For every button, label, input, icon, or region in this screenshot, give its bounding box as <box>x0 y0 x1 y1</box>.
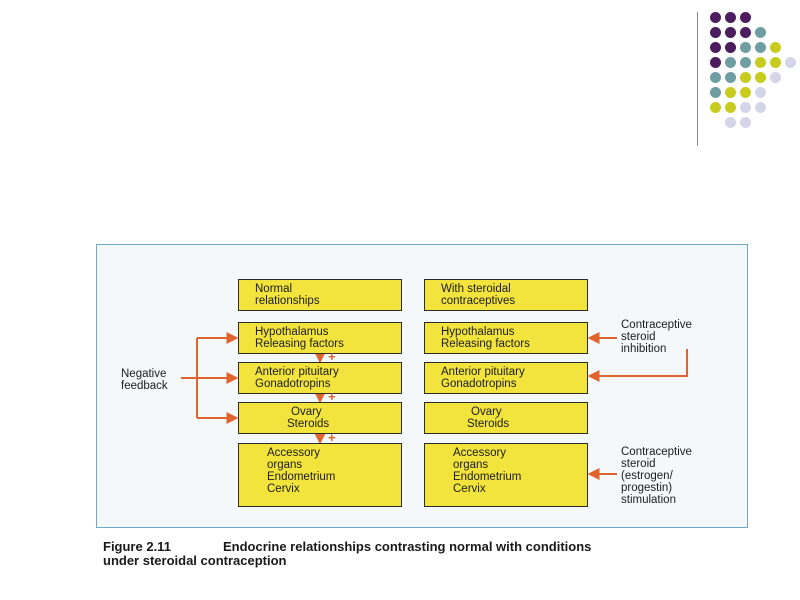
box-text: Ovary <box>471 406 502 418</box>
decorative-dot <box>740 42 751 53</box>
decorative-dot <box>785 57 796 68</box>
box-text: Gonadotropins <box>441 378 517 390</box>
decorative-dot <box>740 72 751 83</box>
box-text: Cervix <box>453 483 486 495</box>
decorative-dot <box>740 102 751 113</box>
box-text: Cervix <box>267 483 300 495</box>
decorative-dot <box>725 12 736 23</box>
box-with-steroidal-contraceptives: With steroidal contraceptives <box>424 279 588 311</box>
inhibition-arrow-pituitary <box>587 349 688 382</box>
decorative-dot <box>740 57 751 68</box>
box-pituitary-right: Anterior pituitary Gonadotropins <box>424 362 588 394</box>
box-text: Releasing factors <box>255 338 344 350</box>
divider-line <box>697 12 698 146</box>
decorative-dot <box>710 12 721 23</box>
label-text: Contraceptive <box>621 446 692 458</box>
box-text: Steroids <box>467 418 510 430</box>
arrow-layer <box>181 332 688 480</box>
figure-number: Figure 2.11 <box>103 539 171 554</box>
box-text: Hypothalamus <box>441 326 515 338</box>
label-text: (estrogen/ <box>621 470 673 482</box>
box-ovary-left: Ovary Steroids <box>238 402 402 434</box>
decorative-dot <box>740 87 751 98</box>
box-text: Hypothalamus <box>255 326 329 338</box>
decorative-dot <box>725 87 736 98</box>
plus-sign: + <box>328 349 336 364</box>
decorative-dot <box>710 87 721 98</box>
label-text: stimulation <box>621 494 676 506</box>
decorative-dot <box>725 42 736 53</box>
plus-sign: + <box>328 389 336 404</box>
box-text: Ovary <box>291 406 322 418</box>
endocrine-diagram: Normal relationships Hypothalamus Releas… <box>96 244 748 528</box>
label-text: Contraceptive <box>621 319 692 331</box>
box-ovary-right: Ovary Steroids <box>424 402 588 434</box>
decorative-dot <box>710 57 721 68</box>
box-text: Releasing factors <box>441 338 530 350</box>
decorative-dot <box>755 42 766 53</box>
decorative-dot <box>710 42 721 53</box>
decorative-dot <box>770 42 781 53</box>
decorative-dot <box>725 57 736 68</box>
label-text: progestin) <box>621 482 673 494</box>
box-text: Gonadotropins <box>255 378 331 390</box>
box-hypothalamus-left: Hypothalamus Releasing factors <box>238 322 402 354</box>
decorative-dot <box>725 27 736 38</box>
label-text: steroid <box>621 458 656 470</box>
decorative-dot <box>725 117 736 128</box>
box-text: organs <box>453 459 489 471</box>
decorative-dot <box>740 117 751 128</box>
box-accessory-right: Accessory organs Endometrium Cervix <box>424 443 588 507</box>
box-text: Anterior pituitary <box>441 366 525 378</box>
caption-line-1: Endocrine relationships contrasting norm… <box>223 539 592 554</box>
decorative-dot <box>740 27 751 38</box>
decorative-dot-grid <box>710 12 800 132</box>
decorative-dot <box>755 87 766 98</box>
box-text: Accessory <box>453 447 507 459</box>
label-text: feedback <box>121 380 168 392</box>
label-text: inhibition <box>621 343 667 355</box>
box-text: Endometrium <box>267 471 336 483</box>
decorative-dot <box>770 72 781 83</box>
label-text: steroid <box>621 331 656 343</box>
box-pituitary-left: Anterior pituitary Gonadotropins <box>238 362 402 394</box>
box-text: Normal <box>255 283 293 295</box>
contraceptive-inhibition-label: Contraceptive steroid inhibition <box>621 319 692 355</box>
plus-sign: + <box>328 430 336 445</box>
decorative-dot <box>755 27 766 38</box>
box-text: organs <box>267 459 303 471</box>
figure-caption: Figure 2.11 Endocrine relationships contr… <box>103 540 591 568</box>
label-text: Negative <box>121 368 167 380</box>
box-text: Steroids <box>287 418 330 430</box>
contraceptive-stimulation-label: Contraceptive steroid (estrogen/ progest… <box>621 446 692 506</box>
decorative-dot <box>710 27 721 38</box>
decorative-dot <box>740 12 751 23</box>
box-accessory-left: Accessory organs Endometrium Cervix <box>238 443 402 507</box>
negative-feedback-label: Negative feedback <box>121 368 168 392</box>
decorative-dot <box>710 102 721 113</box>
decorative-dot <box>755 72 766 83</box>
box-text: relationships <box>255 295 320 307</box>
box-hypothalamus-right: Hypothalamus Releasing factors <box>424 322 588 354</box>
box-text: Anterior pituitary <box>255 366 339 378</box>
decorative-dot <box>725 72 736 83</box>
box-text: With steroidal <box>441 283 511 295</box>
box-normal-relationships: Normal relationships <box>238 279 402 311</box>
decorative-dot <box>755 57 766 68</box>
box-text: contraceptives <box>441 295 516 307</box>
decorative-dot <box>725 102 736 113</box>
decorative-dot <box>710 72 721 83</box>
box-text: Accessory <box>267 447 321 459</box>
box-text: Endometrium <box>453 471 522 483</box>
decorative-dot <box>770 57 781 68</box>
decorative-dot <box>755 102 766 113</box>
caption-line-2: under steroidal contraception <box>103 553 287 568</box>
